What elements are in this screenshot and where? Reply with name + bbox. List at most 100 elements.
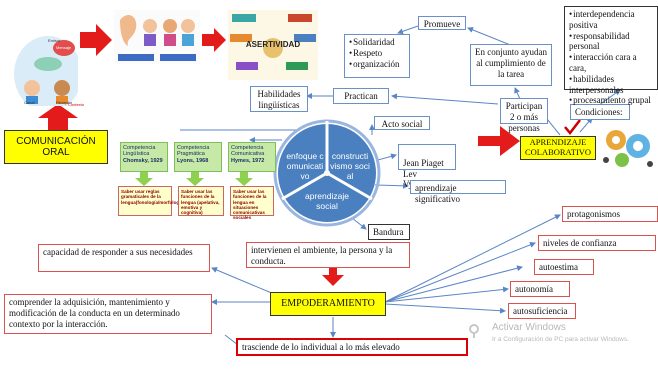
en-conjunto-label: En conjunto ayudan al cumplimiento de la… [475, 47, 547, 79]
connector-line [224, 334, 239, 346]
connector-line [579, 117, 593, 133]
competencia-title: Competencia Pragmática [177, 145, 210, 158]
emisor-label: Emisor [48, 38, 61, 43]
comunicacion-oral-box: COMUNICACIÓN ORAL [4, 130, 108, 164]
connector-line [384, 265, 523, 303]
red-arrow-right [478, 126, 520, 156]
right-item-label: autonomía [515, 284, 553, 294]
en-conjunto-box: En conjunto ayudan al cumplimiento de la… [470, 44, 552, 86]
condiciones-list: interdependencia positiva responsabilida… [569, 9, 653, 106]
practican-label: Practican [344, 91, 378, 101]
values-list-item: organización [349, 59, 405, 70]
promueve-label: Promueve [423, 19, 461, 29]
values-list-box: Solidaridad Respeto organización [344, 34, 410, 78]
values-list: Solidaridad Respeto organización [349, 37, 405, 69]
right-item-box: protagonismos [562, 206, 658, 222]
green-arrow-down [135, 172, 153, 186]
connector-line [374, 182, 409, 189]
check-mark [564, 119, 581, 135]
right-item-label: autoestima [539, 262, 578, 272]
competencia-desc-tile: Saber usar reglas gramaticales de la len… [118, 186, 217, 216]
empoderamiento-label: EMPODERAMIENTO [281, 298, 375, 310]
condiciones-list-item: habilidades interpersonales [569, 74, 653, 96]
competencia-desc-tile: Saber usar las funciones de la lengua (a… [178, 186, 224, 216]
condiciones-list-item: responsabilidad personal [569, 31, 653, 53]
green-arrow-down [235, 172, 253, 186]
competencia-title: Competencia Lingüística [123, 145, 156, 158]
gears-illustration [600, 124, 656, 168]
condiciones-list-box: interdependencia positiva responsabilida… [564, 6, 658, 105]
comprender-label: comprender la adquisición, mantenimiento… [9, 297, 180, 329]
piaget-box: Jean Piaget Lev Vygotsky [398, 144, 456, 189]
cycle-segment-constructivismo: constructivismo social [330, 151, 370, 181]
condiciones-box: Condiciones: [570, 104, 630, 120]
red-arrow-right [80, 24, 112, 56]
listening-illustration [114, 10, 200, 64]
participan-box: Participan 2 o más personas [500, 98, 548, 133]
right-item-box: autonomía [510, 281, 570, 297]
right-item-label: protagonismos [567, 209, 620, 219]
practican-box: Practican [333, 88, 389, 104]
key-icon [468, 324, 480, 338]
cycle-segment-enfoque: enfoque comunicativo [286, 151, 324, 181]
aprendizaje-colaborativo-box: APRENDIZAJE COLABORATIVO [520, 136, 596, 160]
bandura-label: Bandura [373, 227, 404, 237]
aprendizaje-significativo-label: aprendizaje significativo [415, 183, 460, 204]
connector-line [351, 217, 367, 230]
condiciones-list-item: interdependencia positiva [569, 9, 653, 31]
connector-line [384, 303, 506, 314]
bandura-box: Bandura [368, 224, 410, 240]
watermark: Activar Windows Ir a Configuración de PC… [468, 322, 658, 352]
acto-social-label: Acto social [381, 119, 423, 129]
communication-illustration: Emisor Mensaje Receptor Canal Contexto [12, 16, 84, 107]
watermark-title: Activar Windows [492, 322, 566, 333]
connector-line [391, 93, 499, 105]
condiciones-list-item: procesamiento grupal [569, 95, 653, 106]
capacidad-label: capacidad de responder a sus necesidades [43, 247, 193, 257]
right-item-box: autosuficiencia [508, 303, 576, 319]
red-arrow-up [38, 104, 78, 130]
connector-line [211, 267, 275, 295]
aprendizaje-colaborativo-label: APRENDIZAJE COLABORATIVO [524, 137, 592, 157]
competencia-desc: Saber usar reglas gramaticales de la len… [121, 189, 218, 205]
habilidades-box: Habilidades lingüísticas [250, 86, 308, 112]
cycle-diagram [273, 119, 381, 227]
contexto-label: Contexto [68, 102, 85, 107]
habilidades-label: Habilidades lingüísticas [257, 89, 301, 110]
acto-social-box: Acto social [374, 116, 430, 130]
empoderamiento-box: EMPODERAMIENTO [270, 292, 386, 316]
connector-line [377, 153, 397, 161]
participan-label: Participan 2 o más personas [505, 101, 543, 133]
competencia-desc-tile: Saber usar las funciones de la lengua en… [230, 186, 274, 220]
right-item-label: autosuficiencia [513, 306, 568, 316]
connector-line [384, 286, 509, 303]
competencia-author: Hymes, 1972 [231, 157, 265, 164]
trasciende-label: trasciende de lo individual a lo más ele… [242, 342, 400, 352]
canal-label: Canal [24, 100, 35, 105]
aprendizaje-significativo-box: aprendizaje significativo [410, 180, 506, 204]
intervienen-label: intervienen el ambiente, la persona y la… [251, 245, 393, 266]
comprender-box: comprender la adquisición, mantenimiento… [4, 294, 212, 334]
asertividad-title: ASERTIVIDAD [245, 40, 301, 49]
competencia-tile: Competencia Lingüística Chomsky, 1929 [120, 142, 168, 172]
promueve-box: Promueve [418, 16, 466, 30]
condiciones-label: Condiciones: [575, 107, 623, 117]
competencia-desc: Saber usar las funciones de la lengua (a… [181, 189, 220, 216]
competencia-desc: Saber usar las funciones de la lengua en… [233, 189, 267, 221]
condiciones-list-item: interacción cara a cara, [569, 52, 653, 74]
asertividad-illustration: ASERTIVIDAD [228, 10, 318, 80]
competencia-author: Lyons, 1968 [177, 157, 209, 164]
competencia-title: Competencia Comunicativa [231, 145, 265, 158]
connector-line [384, 242, 536, 303]
right-item-box: niveles de confianza [538, 235, 656, 251]
connector-line [514, 87, 521, 100]
intervienen-box: intervienen el ambiente, la persona y la… [246, 242, 410, 268]
connector-line [467, 27, 514, 47]
red-arrow-right [202, 28, 226, 52]
values-list-item: Solidaridad [349, 37, 405, 48]
red-arrow-down [322, 266, 344, 286]
competencia-tile: Competencia Comunicativa Hymes, 1972 [228, 142, 276, 172]
right-item-box: autoestima [534, 259, 594, 275]
bubble-label: Mensaje [56, 45, 72, 50]
